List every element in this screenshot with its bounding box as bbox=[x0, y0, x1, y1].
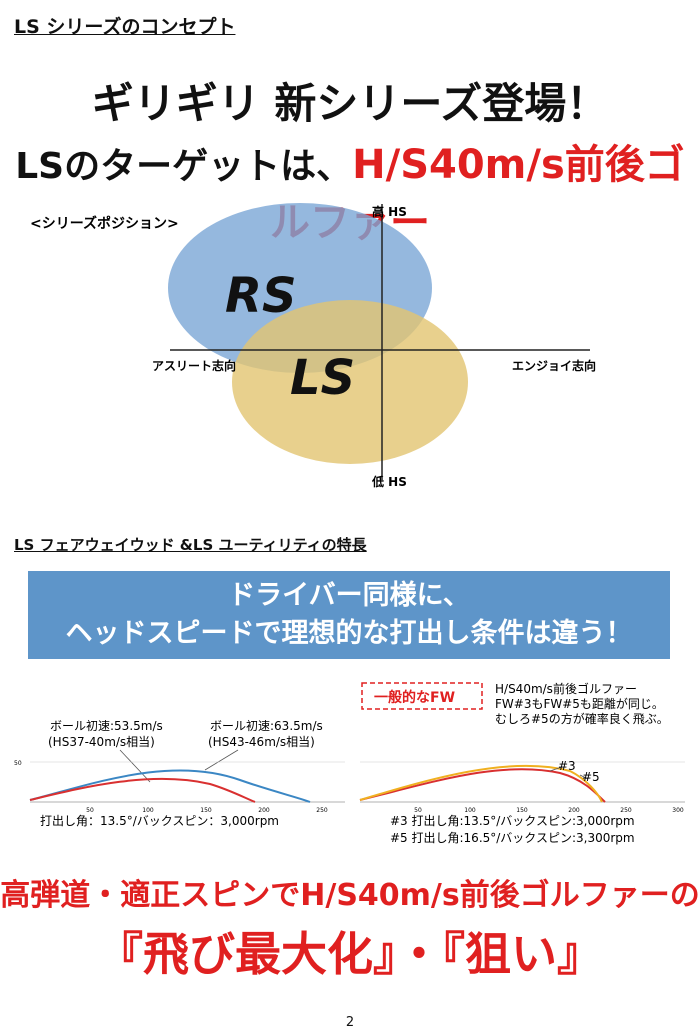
x-tick-label: 50 bbox=[86, 807, 94, 814]
x-tick-label: 100 bbox=[464, 807, 476, 814]
left-caption: 打出し角：13.5°/バックスピン：3,000rpm bbox=[40, 814, 279, 828]
right-trajectory-5 bbox=[359, 764, 603, 803]
left-leader-b bbox=[204, 749, 239, 771]
right-caption-2: #5 打出し角:16.5°/バックスピン:3,300rpm bbox=[390, 831, 635, 845]
right-trajectory-3 bbox=[359, 768, 606, 803]
feature-banner: ドライバー同様に、 ヘッドスピードで理想的な打出し条件は違う！ bbox=[28, 571, 670, 659]
page-number: 2 bbox=[345, 1015, 355, 1030]
right-note-line1: H/S40m/s前後ゴルファー bbox=[495, 681, 637, 696]
position-label: <シリーズポジション> bbox=[30, 215, 179, 232]
right-label-5: #5 bbox=[582, 770, 600, 784]
right-label-3: #3 bbox=[558, 759, 576, 773]
x-tick-label: 300 bbox=[672, 807, 684, 814]
x-tick-label: 200 bbox=[258, 807, 270, 814]
left-leader-a bbox=[119, 749, 151, 783]
series-position-chart: <シリーズポジション> 高 HS 低 HS アスリート志向 エンジョイ志向 RS… bbox=[30, 203, 596, 489]
ls-circle bbox=[232, 300, 468, 464]
left-trajectory-plot: ボール初速:53.5m/s (HS37-40m/s相当) ボール初速:63.5m… bbox=[14, 719, 345, 828]
banner-line2: ヘッドスピードで理想的な打出し条件は違う！ bbox=[65, 618, 633, 649]
axis-top-label: 高 HS bbox=[372, 204, 407, 219]
x-tick-label: 200 bbox=[568, 807, 580, 814]
rs-logo: RS bbox=[225, 268, 297, 324]
x-tick-label: 250 bbox=[620, 807, 632, 814]
right-leader-5 bbox=[579, 774, 589, 780]
headline-target: LSのターゲットは、H/S40m/s前後ゴルファー bbox=[0, 132, 700, 248]
section1-title: LS シリーズのコンセプト bbox=[14, 16, 236, 38]
left-annotation-a1: ボール初速:53.5m/s bbox=[50, 719, 163, 733]
fw-badge-box bbox=[361, 682, 483, 710]
headline-target-prefix: LSのターゲットは、 bbox=[15, 146, 353, 187]
right-caption-1: #3 打出し角:13.5°/バックスピン:3,000rpm bbox=[390, 814, 635, 828]
left-annotation-a2: (HS37-40m/s相当) bbox=[48, 735, 155, 749]
x-tick-label: 150 bbox=[516, 807, 528, 814]
right-note-line3: むしろ#5の方が確率良く飛ぶ。 bbox=[495, 711, 669, 726]
left-trajectory-red bbox=[29, 777, 256, 803]
bottom-message-line2: 『飛び最大化』・『狙い』 bbox=[97, 927, 603, 981]
right-trajectory-plot: 一般的なFW H/S40m/s前後ゴルファー FW#3もFW#5も距離が同じ。 … bbox=[359, 681, 685, 845]
x-tick-label: 50 bbox=[414, 807, 422, 814]
axis-right-label: エンジョイ志向 bbox=[512, 358, 596, 373]
left-annotation-b1: ボール初速:63.5m/s bbox=[210, 719, 323, 733]
section2-title: LS フェアウェイウッド &LS ユーティリティの特長 bbox=[14, 536, 367, 554]
x-tick-label: 150 bbox=[200, 807, 212, 814]
bottom-message-line1: 高弾道・適正スピンでH/S40m/s前後ゴルファーの bbox=[0, 878, 700, 913]
banner-line1: ドライバー同様に、 bbox=[228, 580, 470, 611]
left-trajectory-blue bbox=[29, 769, 311, 803]
fw-badge: 一般的なFW bbox=[374, 689, 455, 706]
right-leader-3 bbox=[549, 766, 563, 772]
x-tick-label: 100 bbox=[142, 807, 154, 814]
left-annotation-b2: (HS43-46m/s相当) bbox=[208, 735, 315, 749]
ls-logo: LS bbox=[290, 350, 355, 406]
x-tick-label: 250 bbox=[316, 807, 328, 814]
axis-bottom-label: 低 HS bbox=[371, 474, 407, 489]
axis-left-label: アスリート志向 bbox=[152, 358, 236, 373]
right-note-line2: FW#3もFW#5も距離が同じ。 bbox=[495, 696, 664, 711]
left-y-tick: 50 bbox=[14, 760, 22, 767]
headline-new-series: ギリギリ 新シリーズ登場！ bbox=[91, 79, 609, 128]
